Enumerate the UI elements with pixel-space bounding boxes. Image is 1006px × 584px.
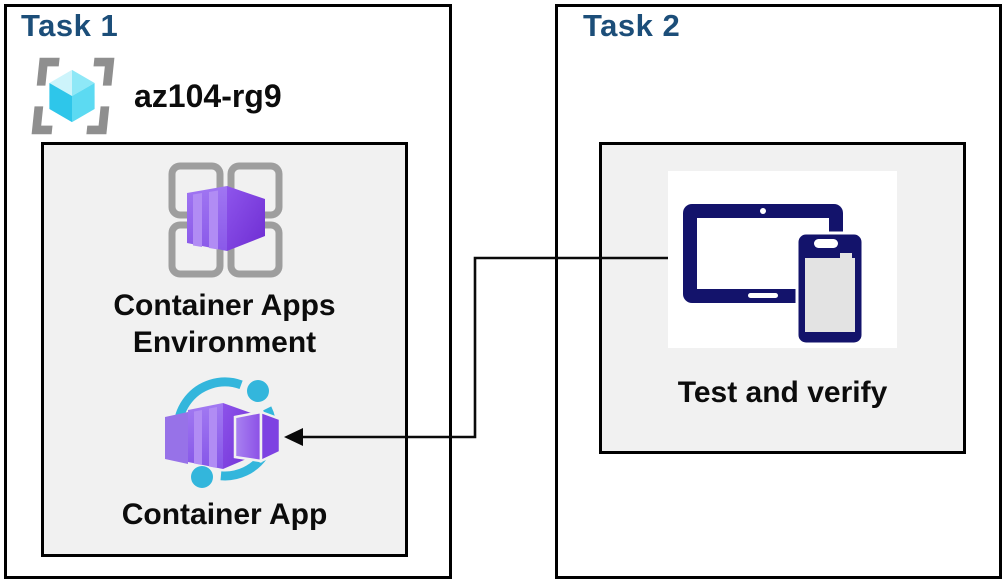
environment-label-line2: Environment: [132, 326, 317, 359]
container-app-label-text: Container App: [121, 498, 328, 531]
task2-title: Task 2: [583, 8, 681, 43]
container-app-label: Container App: [41, 496, 408, 533]
environment-label-line1: Container Apps: [113, 289, 336, 322]
test-and-verify-label-text: Test and verify: [677, 376, 888, 409]
devices-image: [668, 171, 897, 348]
resource-group-name: az104-rg9: [134, 78, 282, 114]
resource-group-icon: [31, 57, 115, 135]
environment-label: Container Apps Environment: [41, 287, 408, 361]
container-apps-environment-icon: [168, 162, 283, 278]
task1-title: Task 1: [21, 8, 119, 43]
devices-icon: [668, 171, 897, 348]
test-and-verify-label: Test and verify: [599, 374, 966, 411]
container-app-icon: [165, 377, 282, 488]
resource-group-row: az104-rg9: [27, 56, 407, 136]
